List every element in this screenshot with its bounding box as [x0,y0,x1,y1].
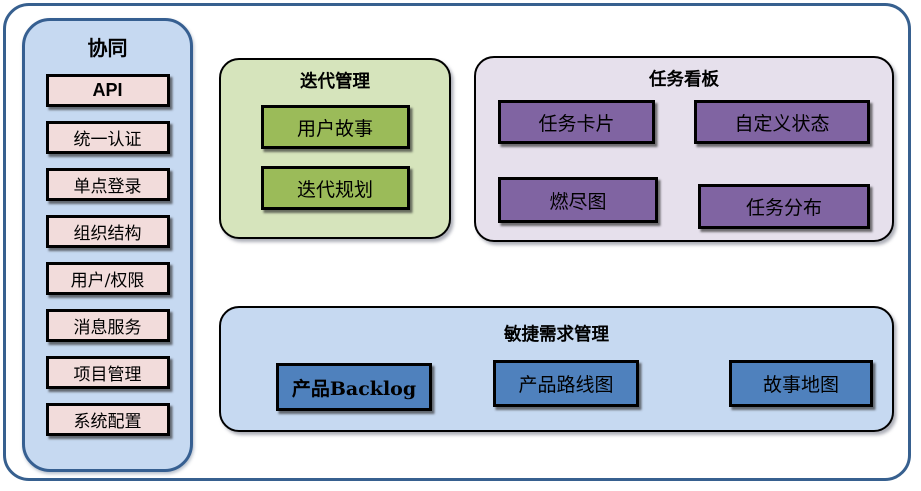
group-task-board-title: 任务看板 [649,69,719,89]
sidebar-items: API 统一认证 单点登录 组织结构 用户/权限 消息服务 项目管理 系统配置 [25,74,190,436]
sidebar-collaboration: 协同 API 统一认证 单点登录 组织结构 用户/权限 消息服务 项目管理 系统… [22,18,193,472]
sidebar-item-users-permissions: 用户/权限 [45,262,170,295]
agile-items-row: 产品Backlog 产品路线图 故事地图 [221,360,892,411]
sidebar-item-api: API [45,74,170,107]
item-task-distribution: 任务分布 [698,184,870,229]
sidebar-item-org-structure: 组织结构 [45,215,170,248]
sidebar-item-sso: 单点登录 [45,168,170,201]
group-iteration-items: 用户故事 迭代规划 [221,105,449,210]
group-iteration-title: 迭代管理 [300,71,370,91]
sidebar-item-system-config: 系统配置 [45,403,170,436]
item-iteration-planning: 迭代规划 [260,166,410,210]
task-board-row-2: 燃尽图 任务分布 [498,177,870,229]
sidebar-title: 协同 [87,38,128,60]
item-product-roadmap: 产品路线图 [493,360,639,407]
sidebar-item-project-management: 项目管理 [45,356,170,389]
sidebar-item-unified-auth: 统一认证 [45,121,170,154]
item-story-map: 故事地图 [729,360,873,407]
diagram-frame: 协同 API 统一认证 单点登录 组织结构 用户/权限 消息服务 项目管理 系统… [3,3,911,481]
item-burndown-chart: 燃尽图 [498,177,658,223]
item-custom-status: 自定义状态 [694,100,870,144]
item-user-story: 用户故事 [260,105,410,149]
group-agile-requirements: 敏捷需求管理 产品Backlog 产品路线图 故事地图 [219,306,894,432]
group-agile-title: 敏捷需求管理 [504,324,609,344]
group-task-board: 任务看板 任务卡片 自定义状态 燃尽图 任务分布 [474,56,894,242]
group-iteration-management: 迭代管理 用户故事 迭代规划 [219,58,451,239]
item-product-backlog: 产品Backlog [276,363,432,411]
task-board-row-1: 任务卡片 自定义状态 [498,100,870,144]
item-task-card: 任务卡片 [498,100,655,144]
sidebar-item-message-service: 消息服务 [45,309,170,342]
